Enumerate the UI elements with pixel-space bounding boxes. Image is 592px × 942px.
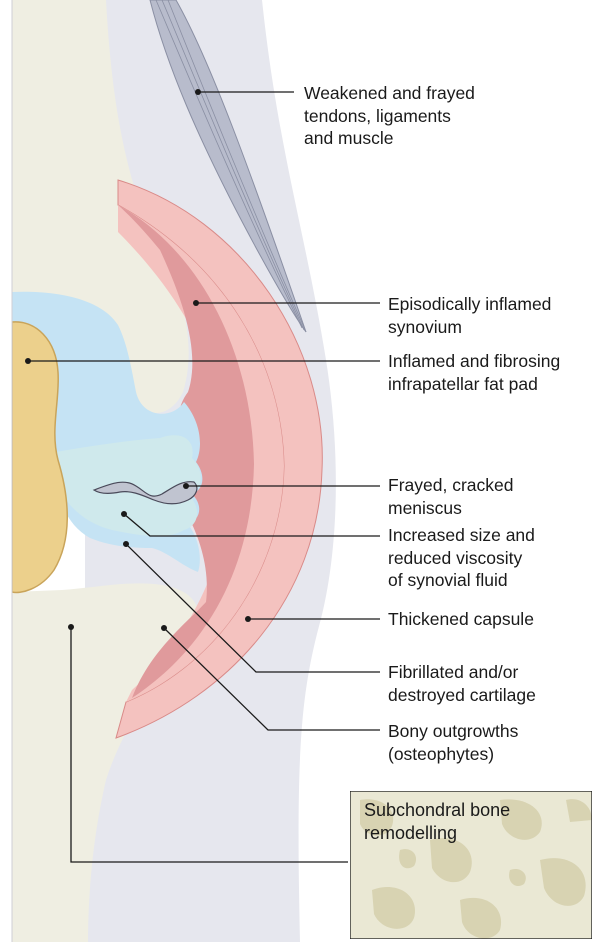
label-capsule: Thickened capsule: [388, 608, 534, 631]
label-subchondral: Subchondral bone remodelling: [364, 799, 510, 845]
label-synovium-line-1: Episodically inflamed: [388, 293, 551, 316]
left-margin: [0, 0, 12, 942]
label-fat-pad-line-2: infrapatellar fat pad: [388, 373, 560, 396]
label-cartilage-line-2: destroyed cartilage: [388, 684, 536, 707]
label-meniscus: Frayed, cracked meniscus: [388, 474, 513, 519]
label-synovial-fluid: Increased size and reduced viscosity of …: [388, 524, 535, 592]
label-osteophytes: Bony outgrowths (osteophytes): [388, 720, 518, 765]
label-cartilage: Fibrillated and/or destroyed cartilage: [388, 661, 536, 706]
label-tendons: Weakened and frayed tendons, ligaments a…: [304, 82, 475, 150]
label-meniscus-line-2: meniscus: [388, 497, 513, 520]
label-synovium-line-2: synovium: [388, 316, 551, 339]
label-synovial-fluid-line-1: Increased size and: [388, 524, 535, 547]
label-subchondral-line-1: Subchondral bone: [364, 799, 510, 822]
label-meniscus-line-1: Frayed, cracked: [388, 474, 513, 497]
label-tendons-line-1: Weakened and frayed: [304, 82, 475, 105]
label-synovial-fluid-line-3: of synovial fluid: [388, 569, 535, 592]
label-cartilage-line-1: Fibrillated and/or: [388, 661, 536, 684]
label-fat-pad: Inflamed and fibrosing infrapatellar fat…: [388, 350, 560, 395]
label-osteophytes-line-2: (osteophytes): [388, 743, 518, 766]
label-tendons-line-2: tendons, ligaments: [304, 105, 475, 128]
label-tendons-line-3: and muscle: [304, 127, 475, 150]
label-capsule-line-1: Thickened capsule: [388, 608, 534, 631]
label-osteophytes-line-1: Bony outgrowths: [388, 720, 518, 743]
label-synovium: Episodically inflamed synovium: [388, 293, 551, 338]
label-subchondral-line-2: remodelling: [364, 822, 510, 845]
label-synovial-fluid-line-2: reduced viscosity: [388, 547, 535, 570]
label-fat-pad-line-1: Inflamed and fibrosing: [388, 350, 560, 373]
